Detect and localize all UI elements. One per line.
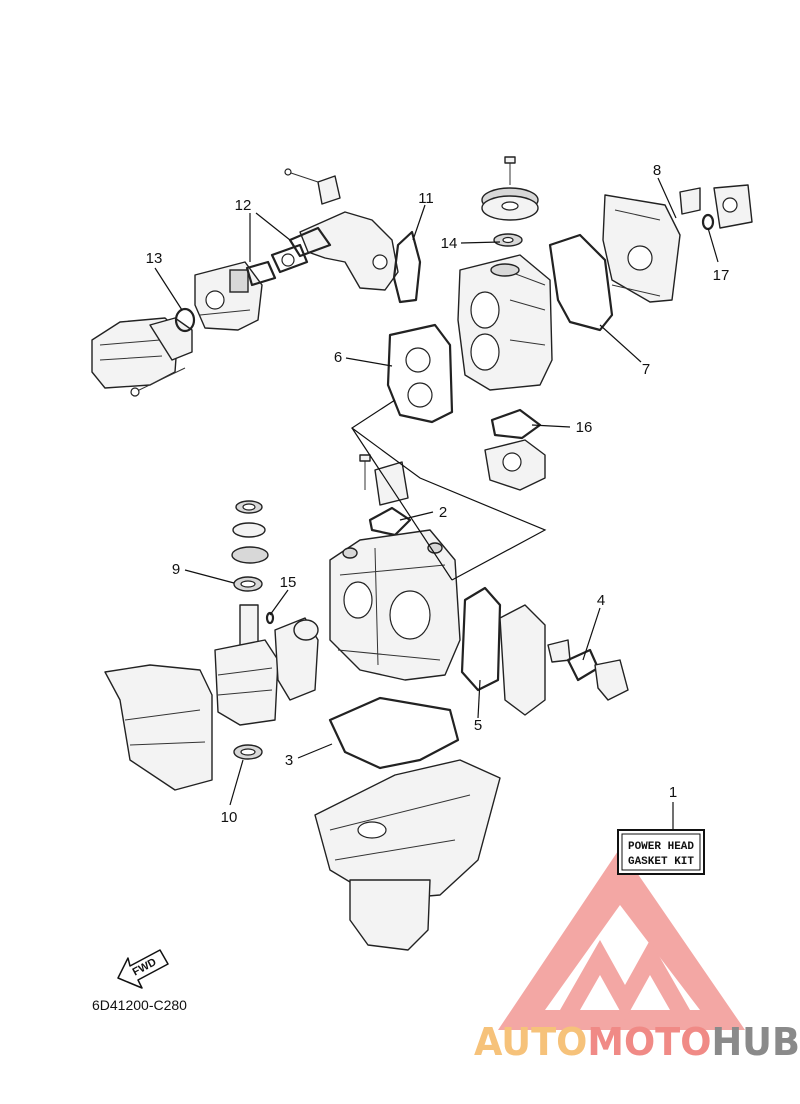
cylinder-block: [329, 529, 461, 681]
diagram-code: 6D41200-C280: [92, 997, 187, 1013]
kit-label: POWER HEAD GASKET KIT: [617, 829, 705, 875]
callout-15: 15: [280, 574, 297, 591]
callout-12: 12: [235, 197, 252, 214]
callout-16: 16: [576, 419, 593, 436]
gasket-11: [392, 230, 422, 304]
crankcase: [104, 664, 213, 791]
thermostat: [547, 639, 629, 701]
callout-17: 17: [713, 267, 730, 284]
leader-lines: [154, 177, 719, 830]
gasket-6: [386, 323, 454, 424]
svg-text:AUTOMOTOHUB: AUTOMOTOHUB: [474, 1020, 800, 1064]
cylinder-head: [457, 254, 553, 391]
callout-8: 8: [653, 162, 661, 179]
callout-1: 1: [669, 784, 677, 801]
callout-9: 9: [172, 561, 180, 578]
callout-13: 13: [146, 250, 163, 267]
water-pump: [484, 408, 546, 491]
oil-pan: [314, 759, 501, 951]
intake-silencer: [91, 307, 196, 397]
exhaust-cover: [460, 586, 546, 716]
intake-manifold: [284, 168, 399, 291]
watermark-triangle: [498, 848, 745, 1030]
carburetor: [194, 243, 309, 331]
callout-7: 7: [642, 361, 650, 378]
assembly-line-right: [350, 399, 547, 581]
watermark-m-mark: [560, 940, 690, 1020]
callout-14: 14: [441, 235, 458, 252]
drive-gear: [481, 156, 539, 247]
callout-3: 3: [285, 752, 293, 769]
callout-numbers: 1 2 3 4 5 6 7 8 9 10 11 12 13 14 15 16 1…: [146, 162, 730, 826]
crankshaft: [214, 500, 319, 760]
head-cover: [602, 184, 753, 303]
watermark-hub: HUB: [711, 1020, 800, 1064]
fwd-arrow-icon: FWD: [117, 949, 169, 989]
callout-10: 10: [221, 809, 238, 826]
gasket-3: [328, 696, 460, 770]
kit-label-line2: GASKET KIT: [628, 856, 694, 868]
watermark-auto: AUTO: [474, 1020, 587, 1064]
kit-label-line1: POWER HEAD: [628, 841, 694, 853]
assembly-line-left: [351, 427, 453, 581]
callout-5: 5: [474, 717, 482, 734]
thermostat-housing: [359, 454, 412, 537]
callout-11: 11: [418, 190, 434, 207]
callout-4: 4: [597, 592, 605, 609]
watermark-logo: [498, 848, 745, 1030]
callout-2: 2: [439, 504, 447, 521]
callout-6: 6: [334, 349, 342, 366]
watermark-text: AUTOMOTOHUB: [474, 1020, 800, 1064]
watermark-moto: MOTO: [587, 1020, 711, 1064]
gasket-7: [548, 233, 614, 332]
